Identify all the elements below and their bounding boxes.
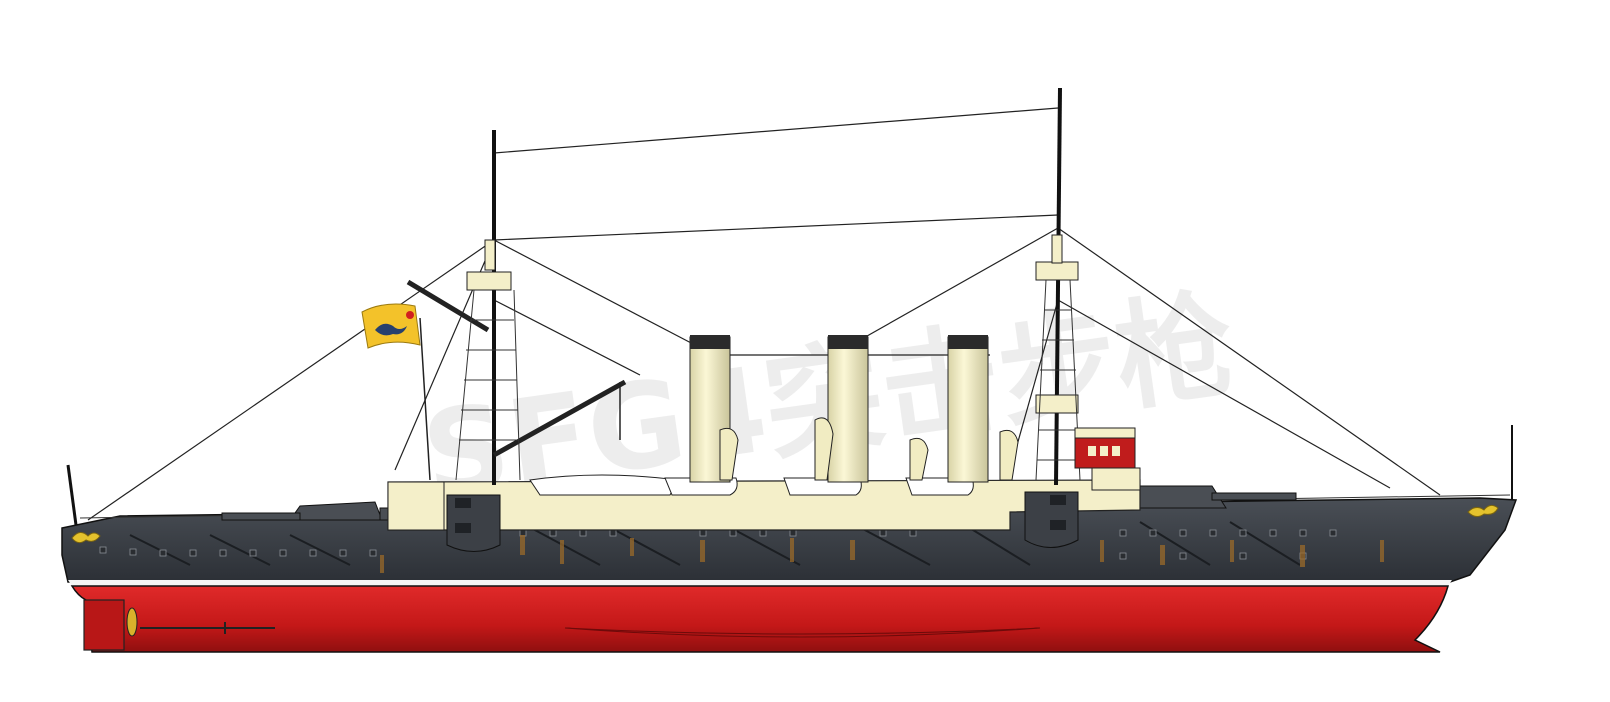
yellow-dragon-flag-icon — [361, 303, 431, 481]
rudder — [83, 599, 275, 651]
casemate-aft — [446, 494, 501, 552]
bilge-keel — [564, 627, 1041, 638]
casemate-fwd — [1024, 491, 1079, 548]
main-mast — [406, 130, 627, 485]
rust-streaks — [380, 535, 1384, 573]
aft-deckhouse — [387, 481, 445, 531]
forward-gun-turret — [1139, 485, 1297, 509]
hull-lower — [70, 585, 1449, 653]
propeller-icon — [126, 607, 138, 637]
funnels — [689, 335, 1019, 483]
stern-flagstaff — [66, 464, 78, 526]
aft-gun-turret — [221, 501, 393, 521]
bow-ornament-icon — [1467, 504, 1499, 518]
stern-ornament-icon — [71, 532, 101, 544]
bridge — [1074, 427, 1141, 491]
boot-line — [68, 580, 1452, 586]
